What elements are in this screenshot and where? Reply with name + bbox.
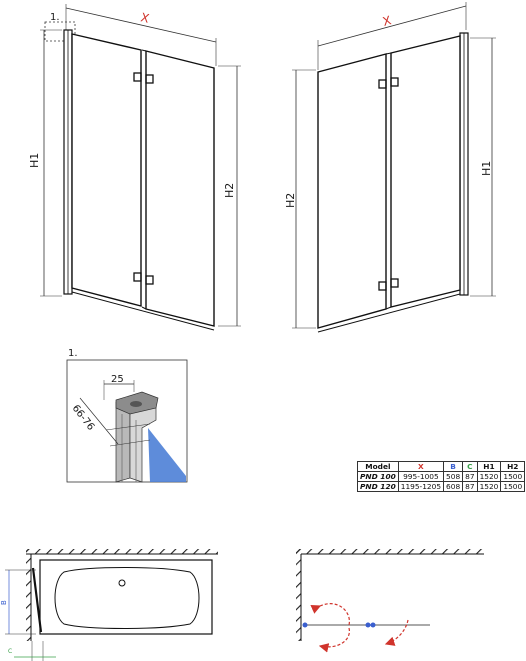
plan-view-bathtub: B C [0,549,218,661]
table-header-row: Model X B C H1 H2 [357,461,526,472]
detail-marker-label: 1. [50,12,60,23]
left-screen-view: X 1. H1 H2 [28,4,241,331]
cell-b: 608 [443,481,464,492]
table-row: PND 100 995-1005 508 87 1520 1500 [357,471,526,482]
detail-width-label: 25 [111,374,124,385]
cell-x: 1195-1205 [397,481,445,492]
dim-c-label: C [8,648,12,655]
right-screen-view: X H2 H1 [284,2,496,333]
cell-h1: 1520 [476,471,502,482]
cell-model: PND 120 [357,481,399,492]
header-x: X [397,461,445,472]
cell-c: 87 [462,471,478,482]
cell-b: 508 [443,471,464,482]
plan-view-folding [296,549,484,653]
dim-x-label-left: X [139,10,150,25]
dim-h2-label-left: H2 [223,183,236,198]
spec-table: Model X B C H1 H2 PND 100 995-1005 508 8… [357,461,526,492]
dim-b-label: B [0,600,8,605]
cell-h2: 1500 [500,481,526,492]
detail-1-view: 1. 25 66-76 [66,348,188,483]
cell-model: PND 100 [357,471,399,482]
header-b: B [443,461,464,472]
table-row: PND 120 1195-1205 608 87 1520 1500 [357,481,526,492]
cell-h1: 1520 [476,481,502,492]
header-h2: H2 [500,461,526,472]
detail-title: 1. [68,348,78,359]
dim-h1-label-right: H1 [480,161,493,176]
fixed-glass-panel [71,33,142,307]
dim-h1-label-left: H1 [28,153,41,168]
folding-glass-panel [145,50,215,327]
cell-c: 87 [462,481,478,492]
header-model: Model [357,461,399,472]
dim-h2-label-right: H2 [284,193,297,208]
cell-h2: 1500 [500,471,526,482]
cell-x: 995-1005 [397,471,445,482]
header-h1: H1 [476,461,502,472]
header-c: C [462,461,478,472]
dim-x-label-right: X [381,13,393,29]
detail-marker-box [44,21,76,42]
bathtub-outline [39,559,213,635]
